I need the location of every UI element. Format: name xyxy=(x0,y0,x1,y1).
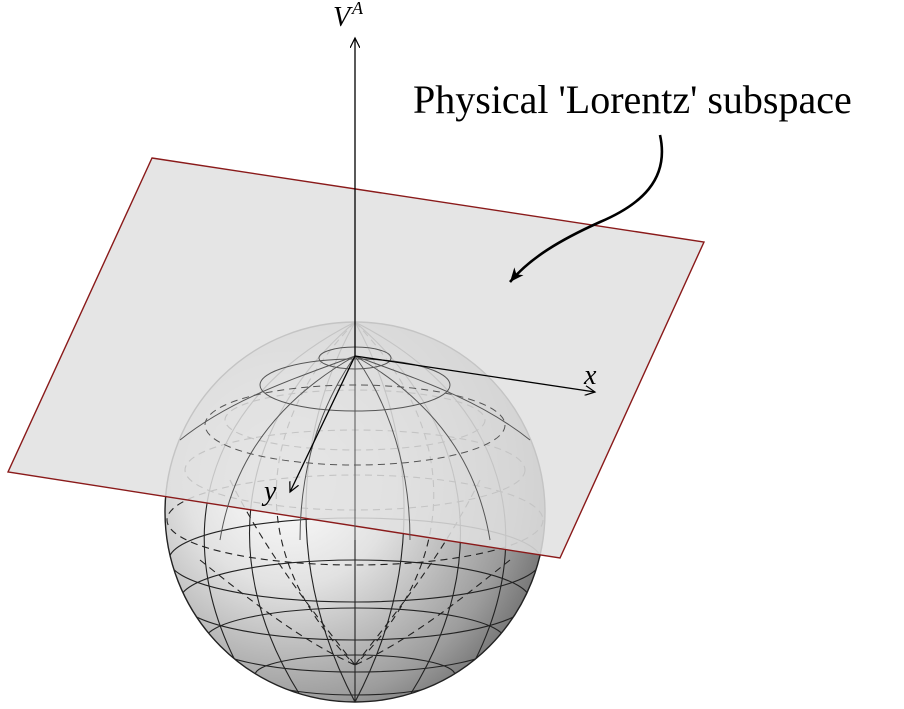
meridian-line xyxy=(229,479,356,666)
x-axis-label: x xyxy=(583,360,597,391)
meridian-line xyxy=(179,355,356,441)
x-axis xyxy=(354,355,595,392)
annotation-label: Physical 'Lorentz' subspace xyxy=(413,77,852,122)
vertical-axis-superscript: A xyxy=(351,0,364,18)
meridian-line xyxy=(354,355,491,541)
meridian-line xyxy=(354,355,531,441)
y-axis xyxy=(290,355,356,492)
meridian-line xyxy=(354,479,481,666)
meridian-line xyxy=(354,355,411,541)
annotation-pointer-arrow xyxy=(509,134,664,283)
meridian-line xyxy=(219,355,356,541)
meridian-line xyxy=(299,355,356,541)
vertical-axis-label: V xyxy=(333,2,353,33)
y-axis-label: y xyxy=(261,476,277,507)
